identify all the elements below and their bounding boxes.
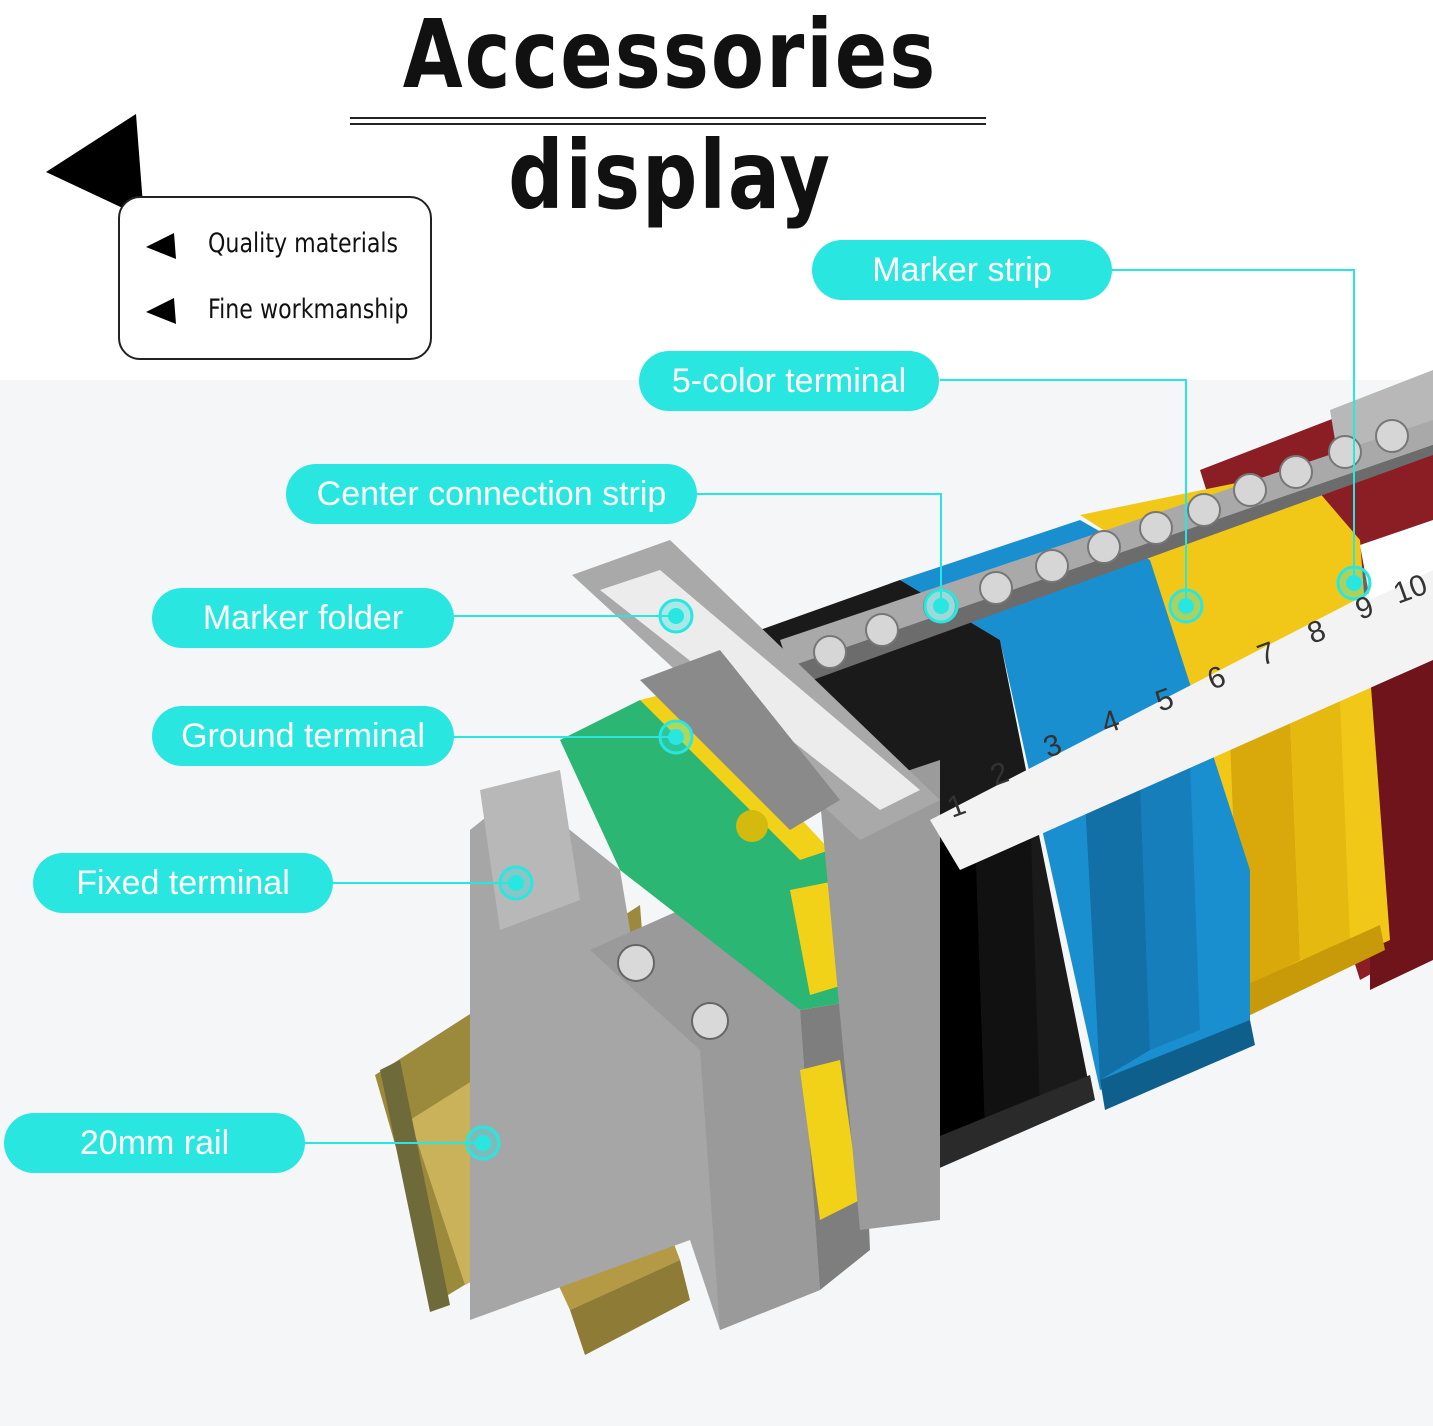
callout-target-icon — [658, 719, 694, 755]
callout-rail: 20mm rail — [4, 1113, 305, 1173]
page-title: Accessories display — [402, 0, 938, 231]
feature-workmanship: Fine workmanship — [208, 294, 409, 325]
feature-box: Quality materials Fine workmanship — [118, 196, 432, 360]
callout-target-icon — [658, 598, 694, 634]
callout-five-color-terminal: 5-color terminal — [639, 351, 939, 411]
callout-targets — [465, 565, 1372, 1161]
callout-ground-terminal: Ground terminal — [152, 706, 454, 766]
callout-target-icon — [1168, 588, 1204, 624]
callout-target-icon — [465, 1125, 501, 1161]
feature-quality: Quality materials — [208, 228, 399, 259]
title-underline-2 — [350, 123, 986, 125]
bullet-triangle-icon — [146, 233, 176, 259]
callout-center-connection-strip: Center connection strip — [286, 464, 697, 524]
callout-target-icon — [498, 865, 534, 901]
marker-strip-tags — [930, 520, 1433, 870]
title-underline — [350, 117, 986, 119]
callout-marker-strip: Marker strip — [812, 240, 1112, 300]
bullet-triangle-icon — [146, 298, 176, 324]
callout-marker-folder: Marker folder — [152, 588, 454, 648]
callout-target-icon — [1336, 565, 1372, 601]
callout-fixed-terminal: Fixed terminal — [33, 853, 333, 913]
black-triangle-icon — [46, 114, 144, 218]
callout-lines — [305, 269, 1355, 1144]
callout-target-icon — [923, 588, 959, 624]
